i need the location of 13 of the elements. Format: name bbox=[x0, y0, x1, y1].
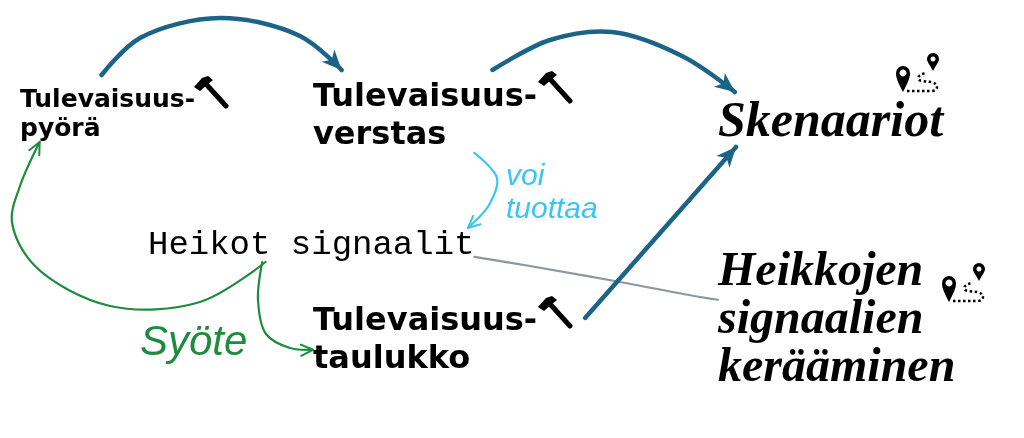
node-label: Skenaariot bbox=[718, 92, 944, 147]
connector-line bbox=[473, 255, 720, 301]
arrow bbox=[256, 260, 315, 357]
arrow bbox=[466, 151, 499, 230]
node-label: Tulevaisuus- verstas bbox=[313, 76, 538, 153]
node-label: Tulevaisuus- taulukko bbox=[313, 300, 538, 377]
arrow bbox=[10, 140, 267, 311]
node-label: Tulevaisuus- pyörä bbox=[20, 84, 196, 142]
node-label: Heikkojen signaalien kerääminen bbox=[718, 245, 956, 389]
node-label: Heikot signaalit bbox=[148, 228, 475, 262]
arrow bbox=[99, 15, 344, 78]
arrow bbox=[582, 144, 739, 321]
arrow bbox=[490, 29, 738, 95]
